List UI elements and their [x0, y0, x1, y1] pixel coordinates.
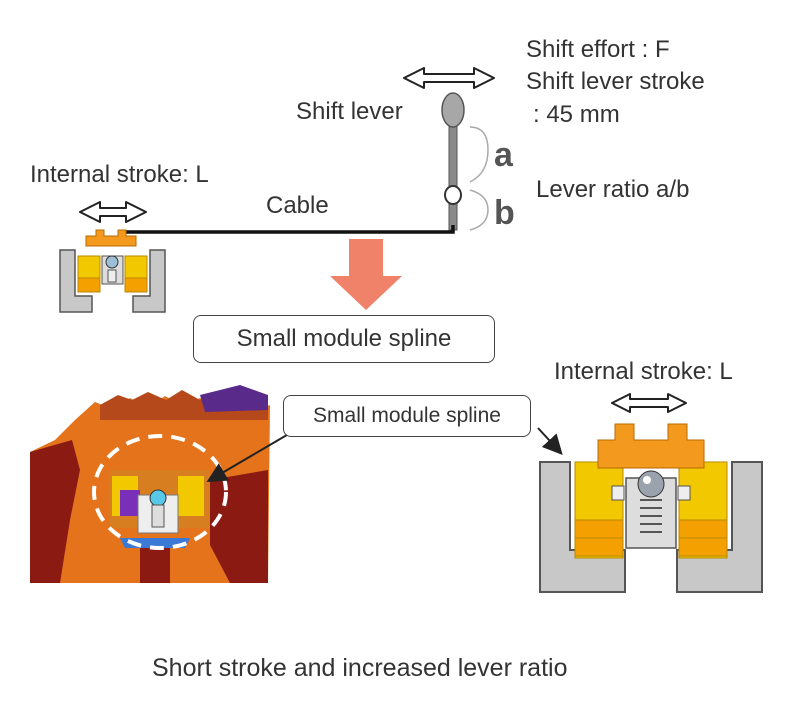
callout-arrow-right: [537, 427, 563, 455]
shift-effort-label: Shift effort : F: [526, 36, 670, 63]
internal-stroke-top-label: Internal stroke: L: [30, 161, 209, 188]
ratio-b-label: b: [494, 194, 515, 232]
shift-lever-label: Shift lever: [296, 98, 403, 125]
transmission-cutaway: [30, 385, 270, 583]
lever-double-arrow: [403, 67, 495, 89]
small-shifter-icon: [59, 201, 166, 313]
small-module-spline-box: Small module spline: [193, 315, 495, 363]
focus-circle: [92, 434, 228, 550]
large-shifter-icon: [539, 393, 763, 593]
cable-label: Cable: [266, 192, 329, 219]
down-arrow: [330, 239, 402, 310]
bracket-a: [469, 126, 489, 183]
small-module-spline-callout: Small module spline: [283, 395, 531, 437]
shift-lever-stroke-label: Shift lever stroke: [526, 68, 705, 95]
caption: Short stroke and increased lever ratio: [152, 654, 568, 682]
shift-lever-stroke-value: : 45 mm: [533, 101, 620, 128]
shift-lever: [441, 92, 465, 231]
cable-line: [120, 225, 455, 234]
callout-arrow-left: [206, 431, 293, 483]
bracket-b: [469, 189, 489, 231]
internal-stroke-bottom-label: Internal stroke: L: [554, 358, 733, 385]
lever-ratio-label: Lever ratio a/b: [536, 176, 690, 203]
ratio-a-label: a: [494, 136, 513, 174]
